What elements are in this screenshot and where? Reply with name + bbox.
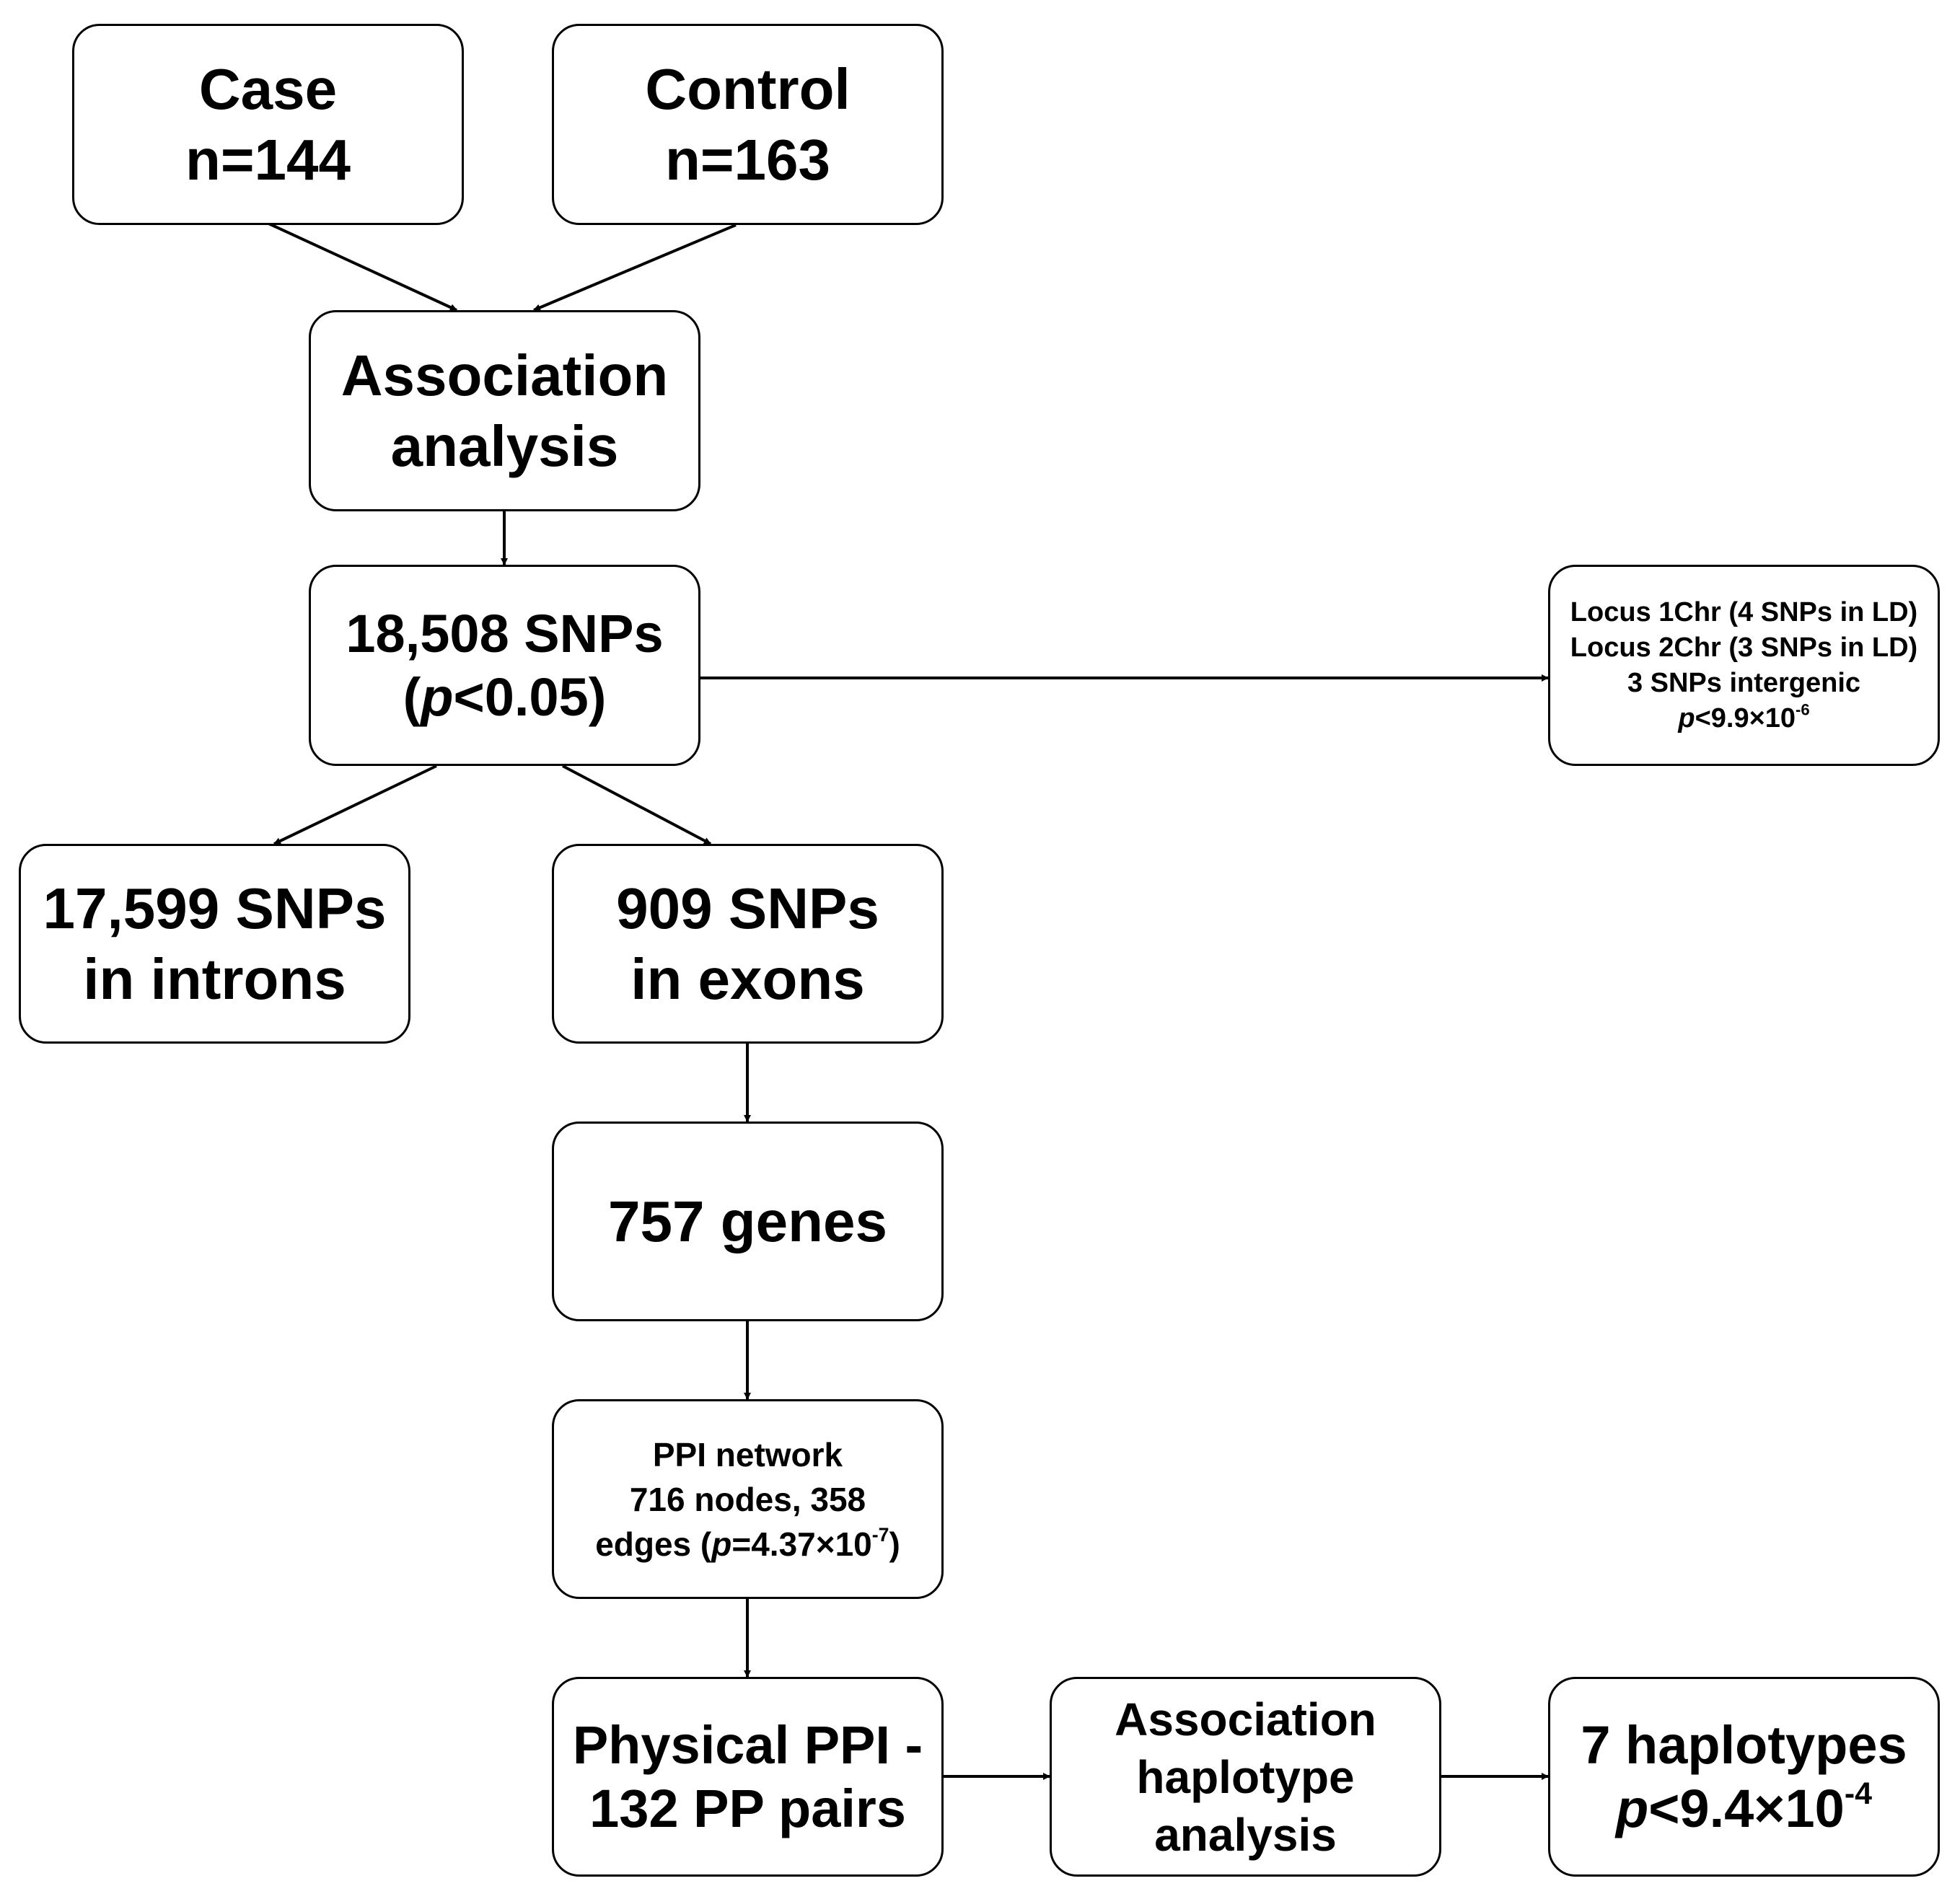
introns-box: 17,599 SNPs in introns [19, 844, 410, 1044]
haplotype-analysis-line2: haplotype [1136, 1750, 1355, 1803]
association-analysis-box: Association analysis [309, 310, 700, 511]
arrow-control-to-association [533, 224, 737, 312]
locus-pvalue: p<9.9×10-6 [1678, 700, 1810, 733]
locus-2-label: Locus 2Chr (3 SNPs in LD) [1570, 632, 1918, 663]
exons-count: 909 SNPs [616, 876, 879, 940]
physical-ppi-line2: 132 PP pairs [589, 1778, 906, 1838]
haplotype-analysis-box: Association haplotype analysis [1050, 1677, 1441, 1877]
locus-1-label: Locus 1Chr (4 SNPs in LD) [1570, 596, 1918, 627]
arrow-case-to-association [255, 216, 457, 312]
ppi-network-nodes: 716 nodes, 358 [629, 1480, 866, 1518]
case-label: Case [198, 56, 338, 121]
association-analysis-line1: Association [340, 343, 669, 407]
case-box: Case n=144 [72, 24, 464, 225]
arrow-snps-total-to-exons [562, 765, 711, 845]
arrow-snps-total-to-introns [273, 765, 437, 845]
introns-count: 17,599 SNPs [43, 876, 387, 940]
ppi-network-title: PPI network [652, 1435, 843, 1473]
locus-box: Locus 1Chr (4 SNPs in LD) Locus 2Chr (3 … [1548, 565, 1940, 766]
haplotype-analysis-line3: analysis [1154, 1808, 1337, 1861]
haplotype-analysis-line1: Association [1115, 1693, 1376, 1745]
control-count: n=163 [664, 127, 831, 192]
genes-box: 757 genes [552, 1122, 944, 1321]
intergenic-label: 3 SNPs intergenic [1627, 667, 1861, 698]
snps-total-threshold: (p<0.05) [403, 666, 607, 727]
exons-label: in exons [630, 946, 865, 1011]
control-label: Control [645, 56, 851, 121]
snps-total-count: 18,508 SNPs [346, 603, 664, 664]
case-count: n=144 [185, 127, 351, 192]
physical-ppi-line1: Physical PPI - [572, 1714, 923, 1775]
introns-label: in introns [83, 946, 346, 1011]
ppi-network-box: PPI network 716 nodes, 358 edges (p=4.37… [552, 1399, 944, 1599]
haplotypes-count: 7 haplotypes [1581, 1714, 1907, 1775]
ppi-network-edges: edges (p=4.37×10-7) [595, 1523, 900, 1563]
haplotypes-pvalue: p<9.4×10-4 [1616, 1776, 1872, 1838]
haplotypes-box: 7 haplotypes p<9.4×10-4 [1548, 1677, 1940, 1877]
physical-ppi-box: Physical PPI - 132 PP pairs [552, 1677, 944, 1877]
genes-count: 757 genes [608, 1189, 887, 1253]
association-analysis-line2: analysis [390, 413, 619, 478]
exons-box: 909 SNPs in exons [552, 844, 944, 1044]
snps-total-box: 18,508 SNPs (p<0.05) [309, 565, 700, 766]
control-box: Control n=163 [552, 24, 944, 225]
